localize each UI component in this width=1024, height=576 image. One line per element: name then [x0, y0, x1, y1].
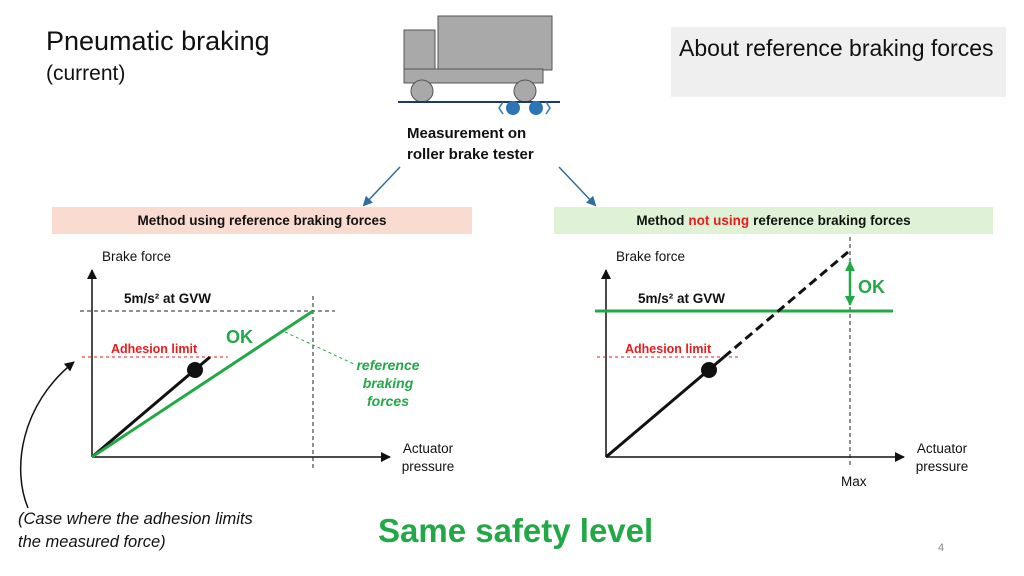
left-adhesion-point	[187, 362, 203, 378]
band-left-label: Method using reference braking forces	[137, 213, 387, 228]
case-curved-arrow	[19, 361, 75, 509]
left-x-label-2: pressure	[401, 459, 455, 474]
case-note: (Case where the adhesion limits the meas…	[18, 510, 253, 551]
left-x-label-1: Actuator	[402, 441, 454, 456]
left-gvw-label: 5m/s² at GVW	[124, 291, 212, 306]
left-y-label: Brake force	[102, 249, 172, 264]
arrow-right	[558, 166, 597, 207]
right-ok-label: OK	[858, 277, 885, 297]
right-x-label-2: pressure	[915, 459, 969, 474]
left-ok-label: OK	[226, 327, 253, 347]
right-x-label-1: Actuator	[916, 441, 968, 456]
left-green-line	[91, 309, 314, 459]
conclusion-text: Same safety level	[378, 512, 654, 549]
measurement-line-2: roller brake tester	[407, 146, 534, 163]
band-right-highlight: not using	[688, 213, 750, 228]
left-adhesion-label: Adhesion limit	[111, 342, 198, 356]
reference-connector	[284, 331, 357, 366]
about-text: About reference braking forces	[679, 35, 994, 61]
truck-icon	[403, 15, 553, 103]
ref-line-2: braking	[362, 375, 414, 391]
right-y-label: Brake force	[616, 249, 686, 264]
page-title: Pneumatic braking	[46, 26, 270, 56]
band-right-pre: Method	[636, 213, 685, 228]
arrow-left	[362, 166, 401, 207]
left-chart	[80, 269, 391, 470]
band-left: Method using reference braking forces	[52, 207, 472, 234]
max-label: Max	[841, 474, 867, 489]
page-subtitle: (current)	[46, 62, 126, 85]
right-adhesion-label: Adhesion limit	[625, 342, 712, 356]
band-right-post: reference braking forces	[753, 213, 911, 228]
about-box	[671, 27, 1006, 97]
right-adhesion-point	[701, 362, 717, 378]
right-gvw-label: 5m/s² at GVW	[638, 291, 726, 306]
page-number: 4	[938, 542, 945, 554]
ref-line-3: forces	[366, 393, 410, 409]
measurement-line-1: Measurement on	[407, 125, 527, 142]
measurement-caption: Measurement on roller brake tester	[407, 123, 577, 165]
ref-line-1: reference	[356, 357, 420, 373]
roller-icon	[498, 101, 551, 115]
reference-forces-label: reference braking forces	[346, 356, 430, 410]
right-black-dashed-line	[723, 250, 849, 359]
band-right: Method not using reference braking force…	[554, 207, 993, 234]
right-x-label: Actuator pressure	[910, 440, 974, 476]
right-chart	[595, 237, 905, 465]
left-x-label: Actuator pressure	[396, 440, 460, 476]
